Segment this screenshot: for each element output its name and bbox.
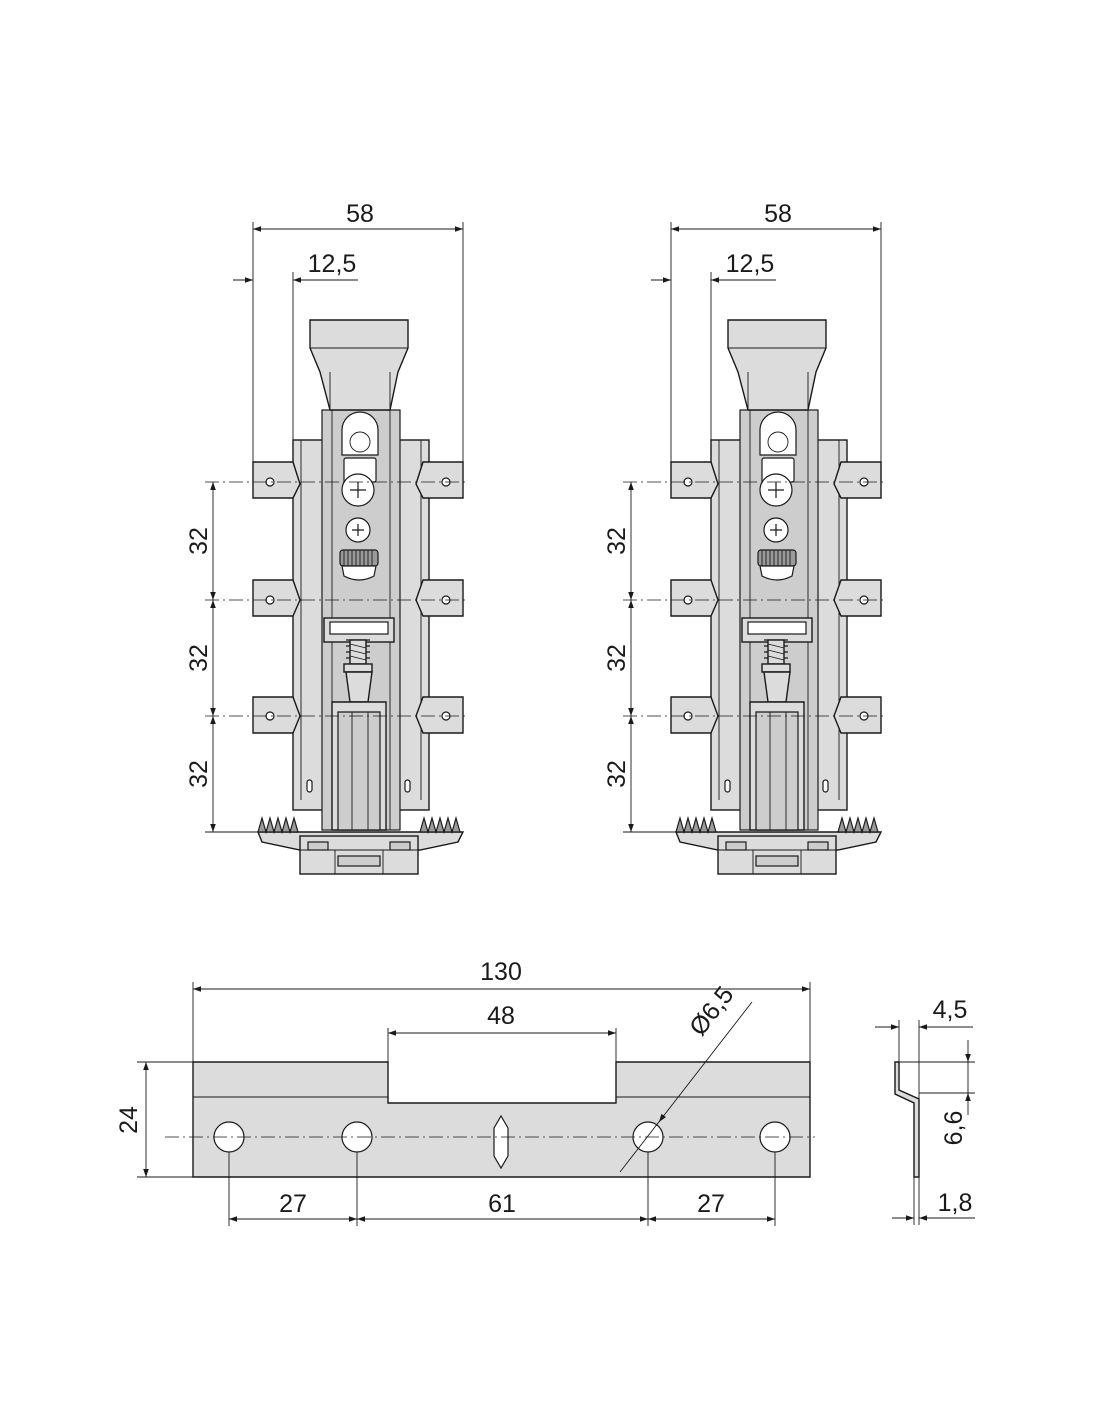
plate-spacing-label-3: 27 [697,1190,725,1218]
right-pitch-label-3: 32 [603,760,631,788]
plate-center-slot [493,1114,509,1170]
plate-profile [894,1061,920,1178]
left-offset-label: 12,5 [308,250,357,278]
left-bracket-view: 58 12,5 32 32 32 [185,200,466,875]
right-bracket-view: 58 12,5 32 32 32 [603,200,884,875]
right-pitch-label-1: 32 [603,527,631,555]
plate-length-label: 130 [480,958,522,986]
mounting-plate-view: 130 48 24 Ø6,5 27 61 27 [115,958,815,1226]
profile-thickness-label: 1,8 [938,1189,973,1217]
left-pitch-label-2: 32 [185,644,213,672]
right-width-label: 58 [764,200,792,228]
right-bracket-drawing [670,319,882,875]
right-offset-label: 12,5 [726,250,775,278]
left-pitch-label-1: 32 [185,527,213,555]
plate-slot-label: 48 [487,1002,515,1030]
right-pitch-label-2: 32 [603,644,631,672]
plate-hole-diameter-label: Ø6,5 [684,981,739,1041]
plate-spacing-label-1: 27 [279,1190,307,1218]
profile-step-label: 6,6 [940,1111,968,1146]
profile-top-label: 4,5 [933,996,968,1024]
left-width-label: 58 [346,200,374,228]
plate-profile-view: 4,5 6,6 1,8 [875,996,975,1225]
left-pitch-label-3: 32 [185,760,213,788]
plate-spacing-label-2: 61 [488,1190,516,1218]
plate-height-label: 24 [115,1106,143,1134]
left-bracket-drawing [252,319,464,875]
